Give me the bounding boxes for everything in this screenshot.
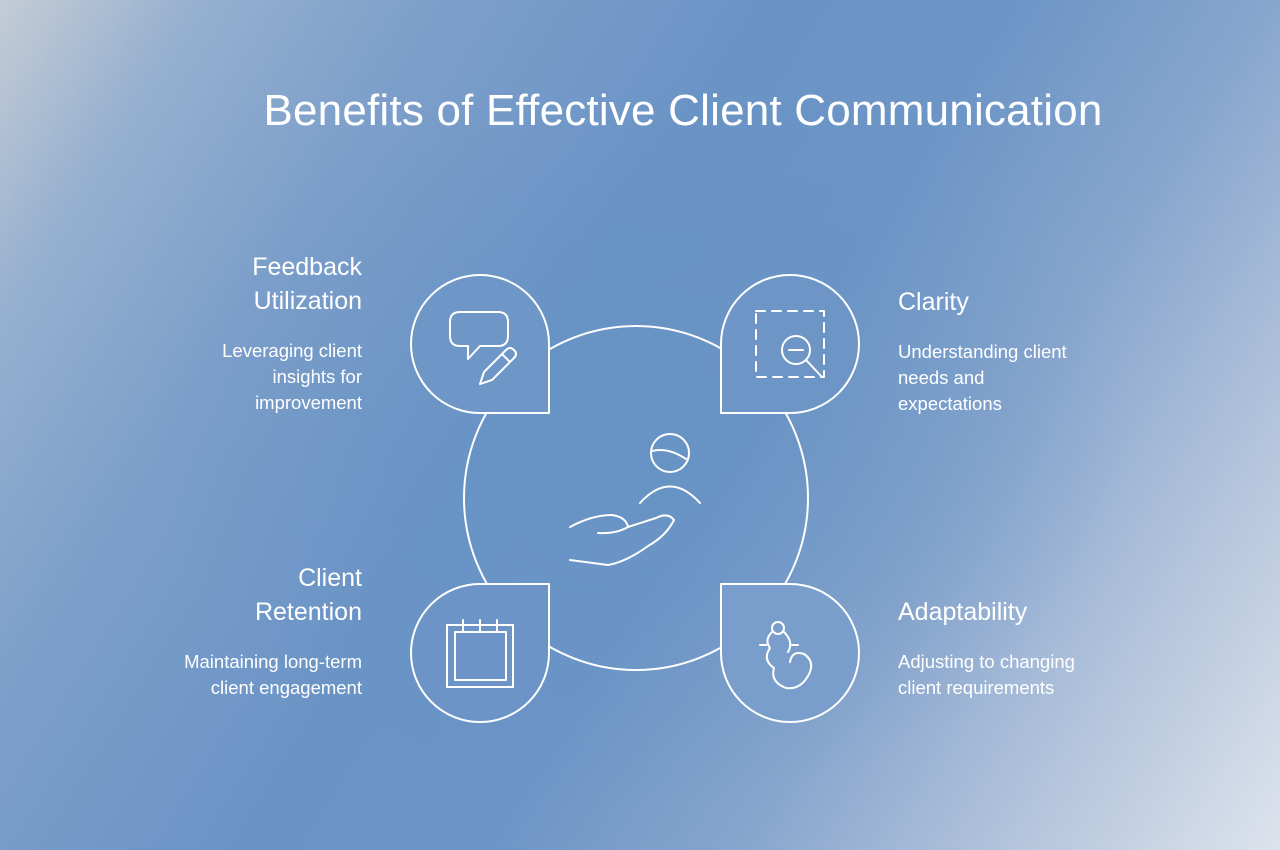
petal-feedback	[410, 274, 550, 414]
clarity-description: Understanding client needs and expectati…	[898, 341, 1067, 414]
petal-adaptability	[720, 583, 860, 723]
retention-description: Maintaining long-term client engagement	[184, 651, 362, 698]
clarity-heading: Clarity	[898, 288, 969, 316]
feedback-heading: Feedback Utilization	[252, 253, 362, 315]
retention-heading: Client Retention	[254, 564, 362, 626]
chameleon-icon	[759, 621, 813, 690]
hand-holding-person-icon	[569, 433, 701, 566]
adaptability-description: Adjusting to changing client requirement…	[898, 651, 1075, 698]
calendar-icon	[446, 619, 514, 688]
magnifier-zoom-out-icon	[755, 310, 825, 378]
page-title: Benefits of Effective Client Communicati…	[263, 86, 1103, 135]
benefit-retention: Client Retention Maintaining long-term c…	[122, 561, 362, 701]
petal-retention	[410, 583, 550, 723]
benefit-clarity: Clarity Understanding client needs and e…	[898, 285, 1138, 417]
feedback-description: Leveraging client insights for improveme…	[222, 340, 362, 413]
adaptability-heading: Adaptability	[898, 598, 1028, 626]
speech-bubble-pencil-icon	[449, 311, 517, 385]
central-circle	[463, 325, 809, 671]
benefit-adaptability: Adaptability Adjusting to changing clien…	[898, 595, 1138, 701]
benefit-feedback: Feedback Utilization Leveraging client i…	[122, 250, 362, 416]
